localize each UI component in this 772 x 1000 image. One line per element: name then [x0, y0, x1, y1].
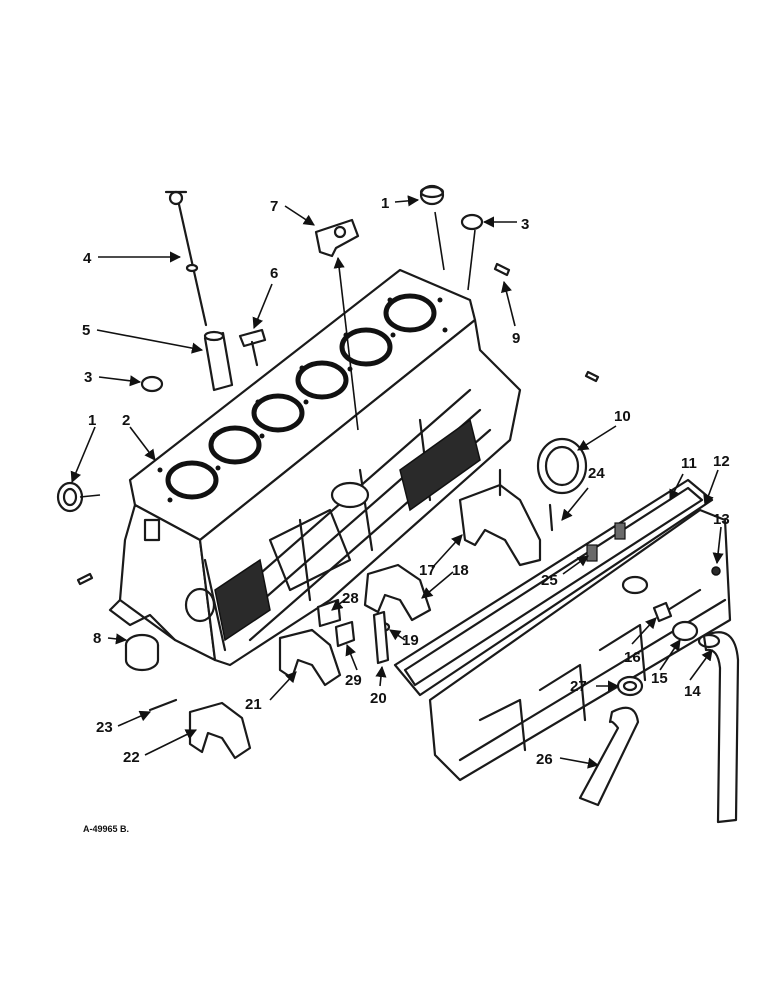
- callout-9: 9: [512, 330, 520, 347]
- expansion-plug-1-top: [419, 184, 445, 206]
- callout-10: 10: [614, 408, 631, 425]
- callout-21: 21: [245, 696, 262, 713]
- oil-gauge-rod: [164, 190, 208, 327]
- bolt-24b: [548, 503, 554, 532]
- callout-13: 13: [713, 511, 730, 528]
- leader-lines: [70, 195, 724, 769]
- callout-16: 16: [624, 649, 641, 666]
- oil-pan: [428, 508, 732, 782]
- callout-29: 29: [345, 672, 362, 689]
- callout-8: 8: [93, 630, 101, 647]
- bearing-cap-22: [188, 701, 252, 760]
- suction-pipe: [578, 706, 640, 807]
- drawing-code: A-49965 B.: [83, 824, 129, 834]
- water-outlet: [314, 218, 360, 258]
- dowel-pin-left: [76, 572, 94, 586]
- callout-3: 3: [521, 216, 529, 233]
- bearing-cap-21: [278, 628, 342, 687]
- callout-17: 17: [419, 562, 436, 579]
- callout-3: 3: [84, 369, 92, 386]
- callout-5: 5: [82, 322, 90, 339]
- bearing-cap-18: [363, 563, 432, 622]
- callout-20: 20: [370, 690, 387, 707]
- callout-15: 15: [651, 670, 668, 687]
- oil-seal: [536, 437, 588, 495]
- tube-gasket: [671, 620, 699, 642]
- callout-18: 18: [452, 562, 469, 579]
- hose-clamp: [616, 675, 644, 697]
- plug-3-top: [460, 213, 484, 231]
- callout-25: 25: [541, 572, 558, 589]
- callout-27: 27: [570, 678, 587, 695]
- fitting: [238, 328, 267, 367]
- callout-14: 14: [684, 683, 701, 700]
- dowel-pin-right: [584, 370, 600, 383]
- stud-23: [148, 698, 178, 712]
- pad-25b: [614, 522, 626, 540]
- callout-26: 26: [536, 751, 553, 768]
- callout-22: 22: [123, 749, 140, 766]
- callout-1: 1: [381, 195, 389, 212]
- callout-11: 11: [681, 455, 697, 472]
- expansion-plug-1-left: [56, 481, 84, 513]
- bearing-cap-17: [458, 483, 542, 567]
- callout-7: 7: [270, 198, 278, 215]
- bolt-13: [711, 566, 721, 576]
- callout-4: 4: [83, 250, 92, 267]
- bushing: [124, 633, 160, 672]
- callout-24: 24: [588, 465, 605, 482]
- callout-28: 28: [342, 590, 359, 607]
- callout-1: 1: [88, 412, 96, 429]
- callout-labels: 1 1 2 3 3 4 5 6 7 8 9 10 11 12 13 14 15 …: [82, 195, 730, 834]
- callout-19: 19: [402, 632, 419, 649]
- clip: [652, 601, 673, 623]
- callout-6: 6: [270, 265, 278, 282]
- callout-23: 23: [96, 719, 113, 736]
- cylinder-block: [108, 268, 522, 667]
- pad-25a: [586, 544, 598, 562]
- bolt-20: [372, 610, 390, 665]
- callout-2: 2: [122, 412, 130, 429]
- gauge-tube: [203, 330, 234, 392]
- callout-12: 12: [713, 453, 730, 470]
- dowel-pin: [493, 262, 511, 277]
- plate-29: [334, 620, 356, 648]
- plug-3-left: [140, 375, 164, 393]
